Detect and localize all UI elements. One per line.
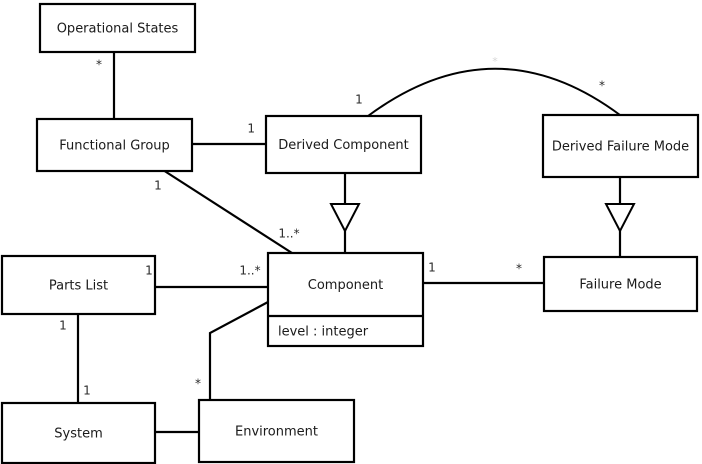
- class-frame-derived-failure-mode[interactable]: [541, 113, 700, 179]
- multiplicity-label: *: [195, 377, 201, 391]
- multiplicity-label: 1: [428, 261, 436, 275]
- class-name-environment: Environment: [235, 425, 318, 440]
- class-frame-environment[interactable]: [197, 398, 356, 464]
- class-name-system: System: [54, 427, 102, 442]
- class-name-parts-list: Parts List: [49, 279, 108, 294]
- class-box-parts-list[interactable]: Parts List: [0, 254, 157, 316]
- class-name-derived-component: Derived Component: [278, 138, 409, 153]
- generalization-derivedfailuremode-to-failuremode: [604, 177, 636, 257]
- class-box-system[interactable]: System: [0, 401, 157, 464]
- class-attribute-component: level : integer: [278, 325, 369, 340]
- class-box-failure-mode[interactable]: Failure Mode: [542, 255, 699, 313]
- class-box-derived-component[interactable]: Derived Component: [264, 114, 423, 175]
- multiplicity-label: 1: [154, 179, 162, 193]
- class-frame-system[interactable]: [0, 401, 157, 464]
- associations-layer: *: [76, 52, 621, 434]
- class-name-operational-states: Operational States: [57, 22, 179, 37]
- class-name-functional-group: Functional Group: [59, 139, 170, 154]
- multiplicity-label: *: [516, 262, 522, 276]
- association-line-component-environment[interactable]: [208, 301, 269, 400]
- generalization-arrowhead-icon: [329, 203, 361, 234]
- association-line-functionalgroup-component[interactable]: [162, 169, 293, 254]
- class-frame-operational-states[interactable]: [38, 2, 197, 54]
- multiplicity-labels-layer: * 1 1 1..* 1 * 1 1..* 1 * 1 1 *: [59, 58, 605, 398]
- association-functionalgroup-component: [162, 169, 293, 254]
- class-box-operational-states[interactable]: Operational States: [38, 2, 197, 54]
- multiplicity-label: 1: [355, 93, 363, 107]
- multiplicity-label: 1: [83, 384, 91, 398]
- multiplicity-label: *: [599, 79, 605, 93]
- generalizations-layer: [329, 173, 636, 257]
- multiplicity-label: 1..*: [239, 264, 260, 278]
- arc-apex-mark-derivedcomponent-derivedfailuremode: *: [492, 55, 498, 68]
- class-frame-parts-list[interactable]: [0, 254, 157, 316]
- class-name-derived-failure-mode: Derived Failure Mode: [552, 140, 689, 155]
- association-component-environment: [208, 301, 269, 400]
- multiplicity-label: *: [96, 58, 102, 72]
- multiplicity-label: 1: [145, 264, 153, 278]
- association-derivedcomponent-derivedfailuremode: *: [367, 55, 621, 117]
- class-frame-functional-group[interactable]: [35, 117, 194, 173]
- class-name-failure-mode: Failure Mode: [579, 278, 661, 293]
- class-box-component[interactable]: Component level : integer: [266, 251, 425, 348]
- class-box-functional-group[interactable]: Functional Group: [35, 117, 194, 173]
- class-frame-component[interactable]: [266, 251, 425, 348]
- class-name-component: Component: [308, 278, 383, 293]
- class-frame-derived-component[interactable]: [264, 114, 423, 175]
- association-arc-derivedcomponent-derivedfailuremode[interactable]: [367, 67, 621, 117]
- class-box-derived-failure-mode[interactable]: Derived Failure Mode: [541, 113, 700, 179]
- generalization-arrowhead-icon: [604, 203, 636, 234]
- multiplicity-label: 1..*: [278, 227, 299, 241]
- class-frame-failure-mode[interactable]: [542, 255, 699, 313]
- multiplicity-label: 1: [59, 319, 67, 333]
- class-box-environment[interactable]: Environment: [197, 398, 356, 464]
- generalization-derivedcomponent-to-component: [329, 173, 361, 253]
- multiplicity-label: 1: [247, 122, 255, 136]
